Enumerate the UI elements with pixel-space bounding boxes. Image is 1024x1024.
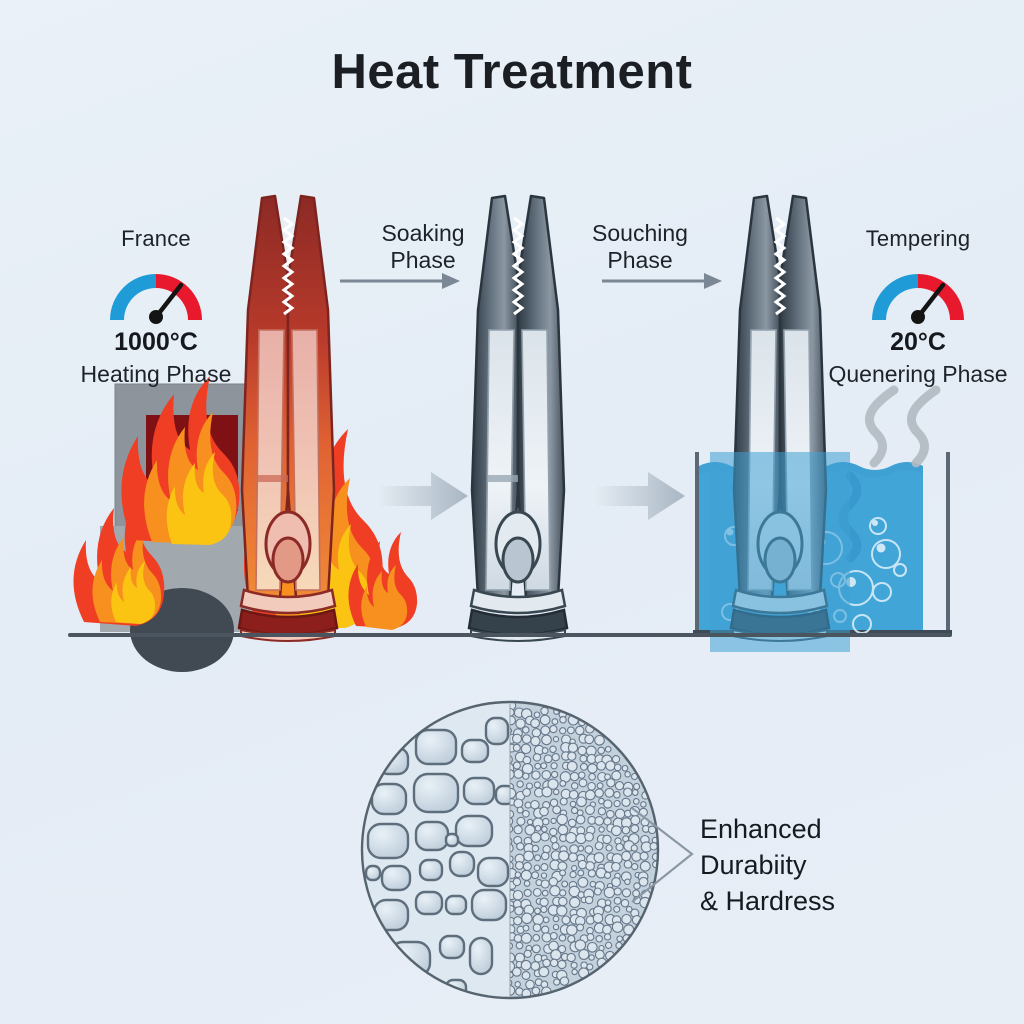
gauge-furnace: France 1000°C Heating Phase xyxy=(56,226,256,388)
outcome-line1: Enhanced xyxy=(700,814,822,844)
gauge-tempering-temperature: 20°C xyxy=(890,328,946,356)
block-arrow-1 xyxy=(375,470,470,522)
tool-pliers-soaking xyxy=(448,190,588,642)
outcome-line3: & Hardress xyxy=(700,885,836,916)
flame-cluster-center xyxy=(121,376,240,545)
microstructure-circle xyxy=(360,700,660,1000)
flame-cluster-left xyxy=(73,494,165,626)
label-soaking-phase: Soaking Phase xyxy=(348,220,498,274)
flame-cluster-far-right xyxy=(348,532,418,630)
block-arrow-2 xyxy=(592,470,687,522)
label-quenching-line1: Souching xyxy=(592,220,688,246)
label-soaking-line2: Phase xyxy=(390,247,456,274)
gauge-furnace-phase: Heating Phase xyxy=(80,361,232,387)
label-quenching-phase: Souching Phase xyxy=(565,220,715,274)
ground-line xyxy=(68,633,952,637)
outcome-line2: Durabiity xyxy=(700,849,807,880)
label-quenching-line2: Phase xyxy=(607,247,673,274)
gauge-tempering-phase: Quenering Phase xyxy=(828,361,1008,387)
gauge-furnace-title: France xyxy=(121,226,191,251)
label-soaking-line1: Soaking xyxy=(381,220,465,246)
thin-arrow-1 xyxy=(338,268,468,294)
thin-arrow-2 xyxy=(600,268,730,294)
tool-pliers-hot xyxy=(218,190,358,642)
outcome-caption: Enhanced Durabiity & Hardress xyxy=(700,812,970,920)
gauge-furnace-temperature: 1000°C xyxy=(114,328,198,356)
gauge-tempering: Tempering 20°C Quenering Phase xyxy=(818,226,1018,388)
steam-wisps xyxy=(850,385,960,470)
callout-leader-lines xyxy=(630,790,720,920)
tool-pliers-quenching xyxy=(710,190,850,652)
gauge-furnace-dial xyxy=(101,260,211,326)
gauge-tempering-dial xyxy=(863,260,973,326)
page-title: Heat Treatment xyxy=(331,45,693,99)
gauge-tempering-title: Tempering xyxy=(865,226,971,251)
